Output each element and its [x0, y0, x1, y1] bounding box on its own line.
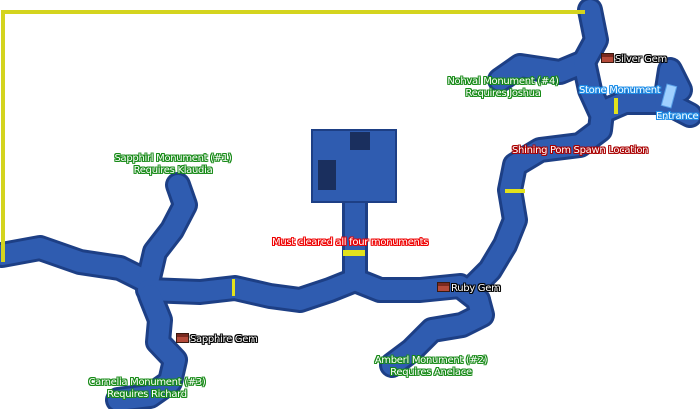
- monument-name: Amberl Monument (#2): [374, 355, 488, 366]
- treasure-chest-icon: [437, 282, 450, 292]
- sapphire-gem-marker: Sapphire Gem: [176, 333, 258, 346]
- monument-requirement: Requires Klaudia: [133, 165, 213, 176]
- treasure-chest-icon: [601, 53, 614, 63]
- item-label: Sapphire Gem: [190, 334, 258, 345]
- carnelia-monument-label: Carnelia Monument (#3) Requires Richard: [72, 377, 222, 401]
- ruby-gem-marker: Ruby Gem: [437, 282, 501, 295]
- boundary-line: [1, 10, 585, 262]
- monument-requirement: Requires Joshua: [465, 88, 541, 99]
- gates: [232, 98, 618, 296]
- stone-monument-label: Stone Monument: [579, 85, 661, 96]
- entrance-label: Entrance: [656, 111, 699, 122]
- nohval-monument-label: Nohval Monument (#4) Requires Joshua: [438, 76, 568, 100]
- monument-requirement: Requires Richard: [107, 389, 187, 400]
- amberl-monument-label: Amberl Monument (#2) Requires Anelace: [356, 355, 506, 379]
- monument-name: Sapphirl Monument (#1): [114, 153, 232, 164]
- treasure-chest-icon: [176, 333, 189, 343]
- sapphirl-monument-label: Sapphirl Monument (#1) Requires Klaudia: [98, 153, 248, 177]
- center-note-label: Must cleared all four monuments: [272, 237, 429, 248]
- monument-name: Carnelia Monument (#3): [88, 377, 206, 388]
- silver-gem-marker: Silver Gem: [601, 53, 667, 66]
- item-label: Ruby Gem: [451, 283, 501, 294]
- monument-requirement: Requires Anelace: [390, 367, 472, 378]
- item-label: Silver Gem: [615, 54, 667, 65]
- spawn-location-label: Shining Pom Spawn Location: [512, 145, 649, 156]
- monument-name: Nohval Monument (#4): [447, 76, 559, 87]
- stone-monument-icon: [660, 83, 678, 109]
